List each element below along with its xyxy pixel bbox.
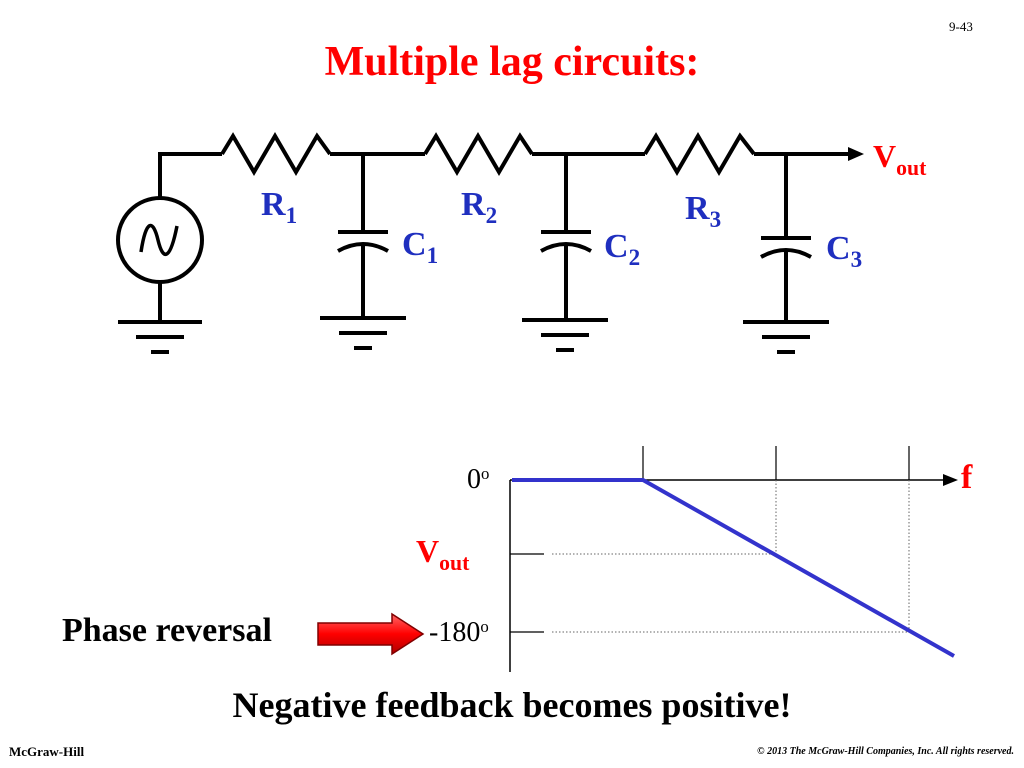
resistor-r2 [423,132,534,176]
conclusion-text: Negative feedback becomes positive! [232,685,792,725]
resistor-r1 [220,132,332,176]
footer-copyright: © 2013 The McGraw-Hill Companies, Inc. A… [757,746,1014,757]
page-number: 9-43 [949,19,973,34]
ac-source-icon [116,196,204,284]
label-c2: C2 [604,228,641,272]
phase-curve [512,478,955,658]
resistor-r3 [643,132,756,176]
phase-plot [509,446,958,672]
capacitor-c1 [337,154,389,318]
lag-network-circuit [116,132,864,354]
label-c3: C3 [826,230,863,274]
label-minus-180-degrees: -180o [429,616,489,648]
capacitor-c3 [760,154,812,320]
label-vout-circuit: Vout [873,138,927,180]
ground-icon [118,320,202,354]
label-vout-plot: Vout [416,533,470,575]
ground-icon [320,316,406,350]
label-frequency-axis: f [961,459,973,496]
label-c1: C1 [402,226,439,270]
label-r2: R2 [461,186,498,230]
output-wire [754,147,864,161]
label-zero-degrees: 0o [467,463,490,495]
slide-title: Multiple lag circuits: [324,39,700,85]
ac-source [116,152,222,322]
red-arrow-icon [317,612,425,656]
ground-icon [522,318,608,352]
capacitor-c2 [540,154,592,318]
label-r1: R1 [261,186,298,230]
phase-reversal-label: Phase reversal [62,612,272,649]
x-axis-arrow [943,474,958,486]
label-r3: R3 [685,190,722,234]
footer-publisher: McGraw-Hill [9,744,85,759]
ground-icon [743,320,829,354]
